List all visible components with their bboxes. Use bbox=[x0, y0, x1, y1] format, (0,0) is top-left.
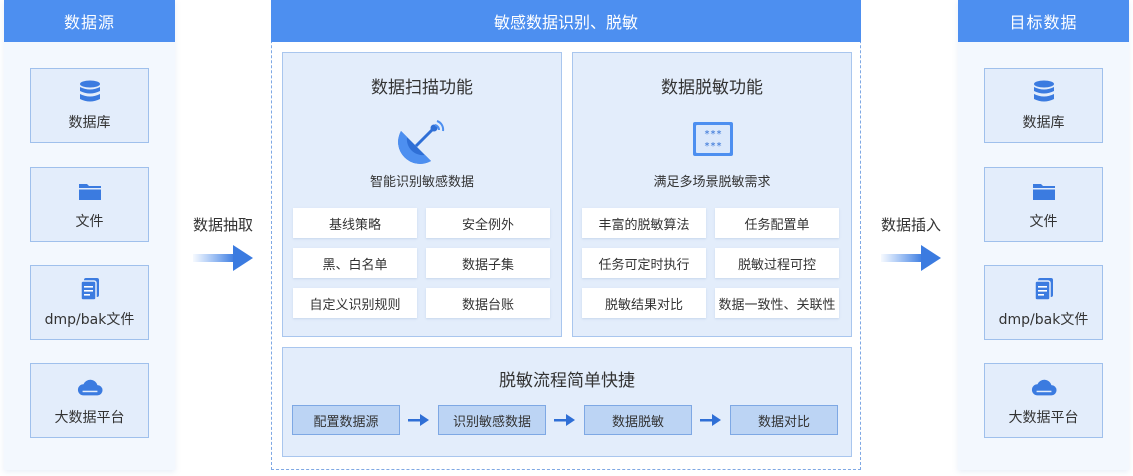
scan-tag: 自定义识别规则 bbox=[293, 288, 417, 318]
svg-text:***: *** bbox=[704, 129, 722, 140]
flow-step: 数据脱敏 bbox=[584, 405, 692, 435]
svg-text:***: *** bbox=[704, 141, 722, 152]
document-icon bbox=[1031, 277, 1057, 301]
mask-function-title: 数据脱敏功能 bbox=[661, 78, 763, 98]
source-item-label: 文件 bbox=[75, 213, 104, 230]
cloud-icon bbox=[77, 375, 103, 399]
masking-flow-panel: 脱敏流程简单快捷 bbox=[282, 347, 852, 457]
scan-tag: 黑、白名单 bbox=[293, 248, 417, 278]
database-icon bbox=[77, 80, 103, 104]
scan-tag: 数据台账 bbox=[426, 288, 550, 318]
arrow-right-icon bbox=[554, 414, 575, 426]
target-panel: 目标数据 数据库 文件 dmp/bak文件 大数据平台 bbox=[958, 0, 1129, 470]
scan-tag: 数据子集 bbox=[426, 248, 550, 278]
insert-label: 数据插入 bbox=[880, 216, 941, 234]
mask-tag: 数据一致性、关联性 bbox=[715, 288, 839, 318]
scan-function-caption: 智能识别敏感数据 bbox=[369, 175, 474, 190]
target-item-label: 大数据平台 bbox=[1008, 409, 1079, 426]
masked-password-icon: *** *** bbox=[692, 121, 734, 161]
mask-tag: 丰富的脱敏算法 bbox=[582, 208, 706, 238]
target-item-label: dmp/bak文件 bbox=[998, 311, 1089, 328]
target-item-label: 文件 bbox=[1029, 213, 1058, 230]
source-item-dmp-bak: dmp/bak文件 bbox=[30, 265, 149, 340]
cloud-icon bbox=[1031, 375, 1057, 399]
satellite-dish-icon bbox=[397, 119, 447, 169]
target-panel-title: 目标数据 bbox=[958, 0, 1129, 42]
mask-tag: 脱敏结果对比 bbox=[582, 288, 706, 318]
source-item-label: 数据库 bbox=[68, 114, 111, 131]
source-item-database: 数据库 bbox=[30, 68, 149, 143]
source-item-label: 大数据平台 bbox=[54, 409, 125, 426]
target-item-dmp-bak: dmp/bak文件 bbox=[984, 265, 1103, 340]
mask-tag: 任务可定时执行 bbox=[582, 248, 706, 278]
source-item-bigdata: 大数据平台 bbox=[30, 363, 149, 438]
scan-function-panel: 数据扫描功能 智能识别敏感数据 基线策略 安全例外 黑、白名单 数据子集 自定义… bbox=[282, 52, 562, 337]
source-item-label: dmp/bak文件 bbox=[44, 311, 135, 328]
arrow-right-icon bbox=[881, 245, 941, 271]
source-panel-title: 数据源 bbox=[4, 0, 175, 42]
target-item-label: 数据库 bbox=[1022, 114, 1065, 131]
target-item-bigdata: 大数据平台 bbox=[984, 363, 1103, 438]
extract-label: 数据抽取 bbox=[192, 216, 253, 234]
scan-tag: 安全例外 bbox=[426, 208, 550, 238]
arrow-right-icon bbox=[408, 414, 429, 426]
mask-tag: 脱敏过程可控 bbox=[715, 248, 839, 278]
database-icon bbox=[1031, 80, 1057, 104]
insert-connector: 数据插入 bbox=[871, 214, 951, 271]
flow-step: 识别敏感数据 bbox=[438, 405, 546, 435]
center-panel-title: 敏感数据识别、脱敏 bbox=[271, 0, 861, 42]
target-item-file: 文件 bbox=[984, 167, 1103, 242]
masking-flow-title: 脱敏流程简单快捷 bbox=[499, 371, 635, 391]
folder-icon bbox=[1031, 179, 1057, 203]
mask-function-panel: 数据脱敏功能 *** *** 满足多场景脱敏需求 丰富的脱敏算法 任务配置单 任… bbox=[572, 52, 852, 337]
arrow-right-icon bbox=[700, 414, 721, 426]
target-item-database: 数据库 bbox=[984, 68, 1103, 143]
source-item-file: 文件 bbox=[30, 167, 149, 242]
flow-step: 数据对比 bbox=[730, 405, 838, 435]
scan-function-title: 数据扫描功能 bbox=[371, 78, 473, 98]
flow-step: 配置数据源 bbox=[292, 405, 400, 435]
mask-function-caption: 满足多场景脱敏需求 bbox=[653, 175, 771, 190]
scan-tag: 基线策略 bbox=[293, 208, 417, 238]
extract-connector: 数据抽取 bbox=[183, 214, 263, 271]
document-icon bbox=[77, 277, 103, 301]
source-panel: 数据源 数据库 文件 dmp/bak文件 大数据平台 bbox=[4, 0, 175, 470]
arrow-right-icon bbox=[193, 245, 253, 271]
folder-icon bbox=[77, 179, 103, 203]
mask-tag: 任务配置单 bbox=[715, 208, 839, 238]
